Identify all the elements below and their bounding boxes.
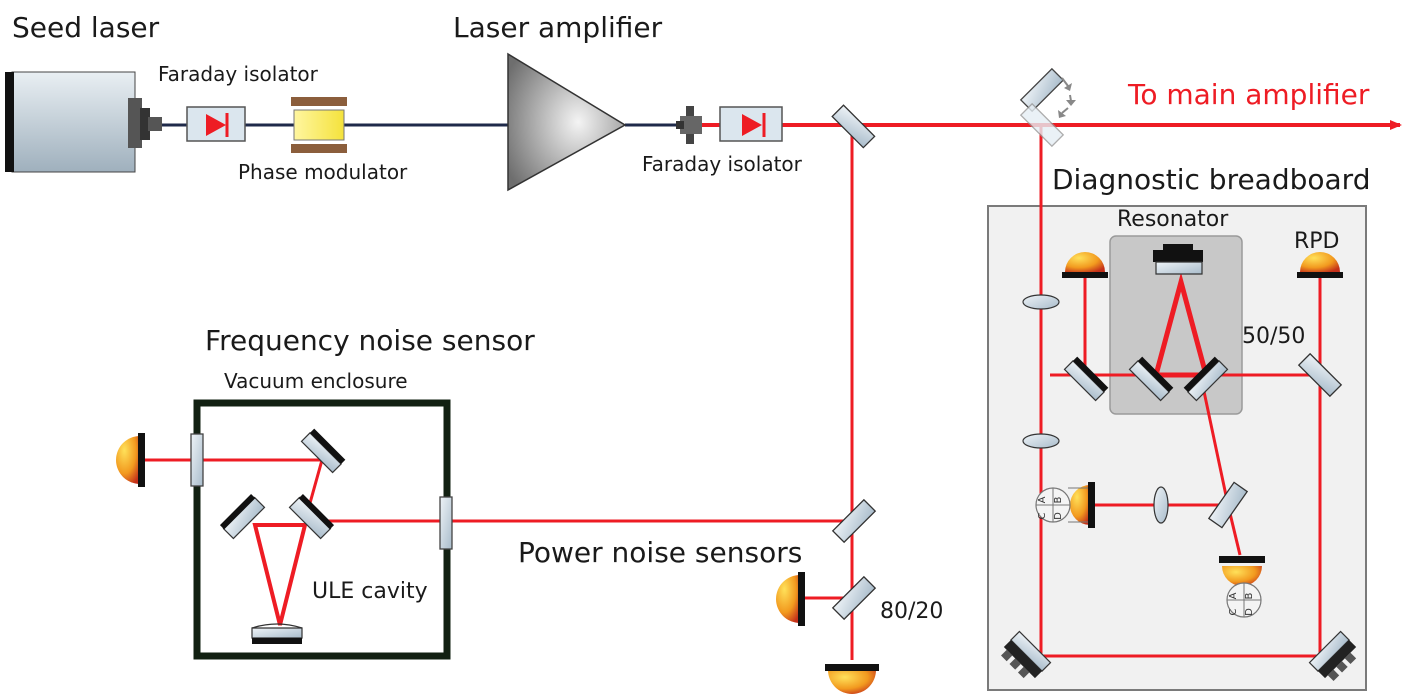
enclosure-window-right xyxy=(439,496,453,550)
label-faraday-isolator-1: Faraday isolator xyxy=(158,62,318,86)
label-80-20: 80/20 xyxy=(880,599,944,624)
lens-lower xyxy=(1022,433,1060,449)
qpd-left xyxy=(1035,482,1095,528)
power-noise-photodiode-1 xyxy=(776,572,805,626)
label-diagnostic-breadboard: Diagnostic breadboard xyxy=(1052,163,1371,196)
cavity-end-mirror xyxy=(251,623,303,644)
pickoff-mirror xyxy=(831,104,876,149)
breadboard-mirror-qpd xyxy=(1207,481,1249,529)
label-phase-modulator: Phase modulator xyxy=(238,160,408,184)
frequency-noise-photodiode xyxy=(116,433,145,487)
seed-laser-coupler xyxy=(128,98,142,148)
qpd-lower xyxy=(1219,556,1265,618)
flip-mirror xyxy=(1019,67,1076,148)
rpd-photodiode xyxy=(1297,252,1343,278)
qpd-lower-quadrant-b: B xyxy=(1244,592,1255,599)
label-50-50: 50/50 xyxy=(1242,324,1306,349)
breadboard-photodiode-left xyxy=(1062,252,1108,278)
laser-amplifier-triangle xyxy=(507,52,627,192)
faraday-isolator-1 xyxy=(186,106,246,142)
beamsplitter-50-50 xyxy=(1297,352,1343,398)
enclosure-window-left xyxy=(190,433,204,487)
resonator-input-mirror xyxy=(1128,356,1174,402)
faraday-isolator-2 xyxy=(719,106,783,142)
steering-mirror-top xyxy=(300,428,346,474)
qpd-left-quadrant-a: A xyxy=(1037,496,1048,503)
qpd-left-quadrant-c: C xyxy=(1037,512,1048,519)
label-ule-cavity: ULE cavity xyxy=(312,579,428,604)
seed-laser-faceplate xyxy=(5,72,14,172)
phase-modulator xyxy=(291,97,347,153)
label-seed-laser: Seed laser xyxy=(12,11,160,44)
output-fiber-coupler xyxy=(676,106,702,144)
label-laser-amplifier: Laser amplifier xyxy=(453,11,663,44)
resonator-output-mirror xyxy=(1183,356,1229,402)
label-vacuum-enclosure: Vacuum enclosure xyxy=(224,369,408,393)
label-rpd: RPD xyxy=(1294,229,1340,254)
qpd-lower-quadrant-d: D xyxy=(1244,608,1255,616)
label-faraday-isolator-2: Faraday isolator xyxy=(642,152,802,176)
qpd-left-quadrant-d: D xyxy=(1053,512,1064,520)
seed-laser-body xyxy=(11,71,136,173)
lens-upper xyxy=(1022,294,1060,310)
label-frequency-noise-sensor: Frequency noise sensor xyxy=(205,324,535,357)
ule-cavity-mode xyxy=(252,523,308,626)
pickoff-mirror-power xyxy=(831,498,877,544)
corner-mirror-bottom-left xyxy=(1001,630,1052,679)
qpd-lower-quadrant-c: C xyxy=(1228,608,1239,615)
breadboard-mirror-left xyxy=(1063,356,1109,402)
power-noise-photodiode-2 xyxy=(825,664,879,694)
resonator-top-mirror xyxy=(1153,244,1203,275)
qpd-left-quadrant-b: B xyxy=(1053,496,1064,503)
corner-mirror-bottom-right xyxy=(1308,630,1357,681)
cavity-input-mirror-right xyxy=(288,493,335,540)
label-to-main-amplifier: To main amplifier xyxy=(1128,78,1370,111)
beamsplitter-80-20 xyxy=(831,575,877,621)
cavity-input-mirror-left xyxy=(219,493,266,540)
label-power-noise-sensors: Power noise sensors xyxy=(518,536,803,569)
label-resonator: Resonator xyxy=(1117,207,1229,232)
qpd-lower-quadrant-a: A xyxy=(1228,592,1239,599)
resonator-mode xyxy=(1152,272,1210,378)
lens-qpd xyxy=(1153,486,1169,524)
